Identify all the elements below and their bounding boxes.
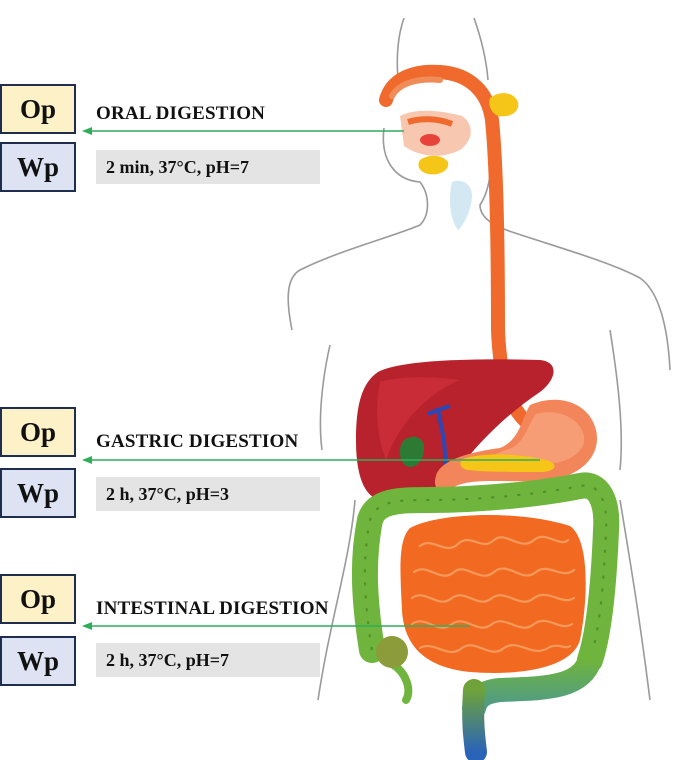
oral-arrow-head [82, 127, 92, 135]
conditions-intestinal: 2 h, 37°C, pH=7 [96, 643, 320, 677]
wp-box-gastric: Wp [0, 468, 76, 518]
stage-title-intestinal: INTESTINAL DIGESTION [96, 598, 329, 619]
conditions-gastric: 2 h, 37°C, pH=3 [96, 477, 320, 511]
wp-box-oral: Wp [0, 142, 76, 192]
digestive-system-icon [351, 64, 620, 760]
wp-box-intestinal: Wp [0, 636, 76, 686]
intestinal-arrow-head [82, 622, 92, 630]
stage-title-oral: ORAL DIGESTION [96, 103, 266, 124]
op-box-gastric: Op [0, 407, 76, 457]
op-box-intestinal: Op [0, 574, 76, 624]
human-body-outline-icon [287, 17, 671, 701]
conditions-oral: 2 min, 37°C, pH=7 [96, 150, 320, 184]
op-box-oral: Op [0, 84, 76, 134]
stage-title-gastric: GASTRIC DIGESTION [96, 431, 299, 452]
gastric-arrow-head [82, 456, 92, 464]
stage-arrows [82, 127, 540, 630]
